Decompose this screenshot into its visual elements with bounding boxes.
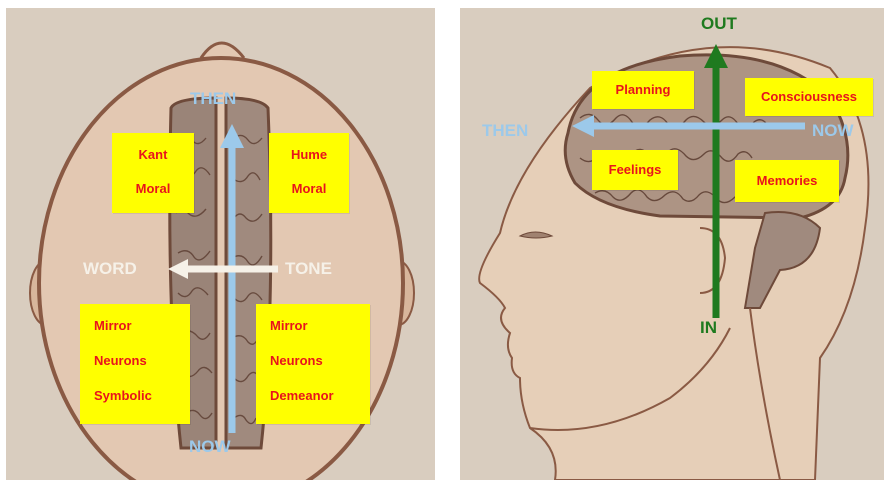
- word-label: WORD: [83, 259, 137, 279]
- note-line: Memories: [735, 173, 839, 188]
- now-label: NOW: [189, 437, 231, 457]
- note-line: Consciousness: [745, 89, 873, 104]
- top-view-head-panel: THEN NOW WORD TONE Kant Moral Hume Moral…: [6, 8, 435, 480]
- note-line: Mirror: [80, 318, 190, 333]
- tone-label: TONE: [285, 259, 332, 279]
- then-label: THEN: [482, 121, 528, 141]
- side-view-head-panel: OUT IN THEN NOW Planning Consciousness F…: [460, 8, 884, 480]
- note-line: Kant: [112, 147, 194, 162]
- nose-outline: [201, 43, 244, 58]
- note-kant-moral: Kant Moral: [112, 133, 194, 213]
- top-view-head-drawing: [6, 8, 435, 480]
- note-line: Hume: [269, 147, 349, 162]
- out-label: OUT: [701, 14, 737, 34]
- note-line: Neurons: [256, 353, 370, 368]
- note-memories: Memories: [735, 160, 839, 202]
- note-mirror-neurons-symbolic: Mirror Neurons Symbolic: [80, 304, 190, 424]
- in-label: IN: [700, 318, 717, 338]
- now-label: NOW: [812, 121, 854, 141]
- then-label: THEN: [190, 89, 236, 109]
- note-planning: Planning: [592, 71, 694, 109]
- note-hume-moral: Hume Moral: [269, 133, 349, 213]
- note-line: Mirror: [256, 318, 370, 333]
- note-line: Moral: [269, 181, 349, 196]
- note-line: Demeanor: [256, 388, 370, 403]
- note-line: Moral: [112, 181, 194, 196]
- note-line: Neurons: [80, 353, 190, 368]
- note-consciousness: Consciousness: [745, 78, 873, 116]
- note-line: Feelings: [592, 162, 678, 177]
- note-mirror-neurons-demeanor: Mirror Neurons Demeanor: [256, 304, 370, 424]
- note-line: Planning: [592, 82, 694, 97]
- note-line: Symbolic: [80, 388, 190, 403]
- note-feelings: Feelings: [592, 150, 678, 190]
